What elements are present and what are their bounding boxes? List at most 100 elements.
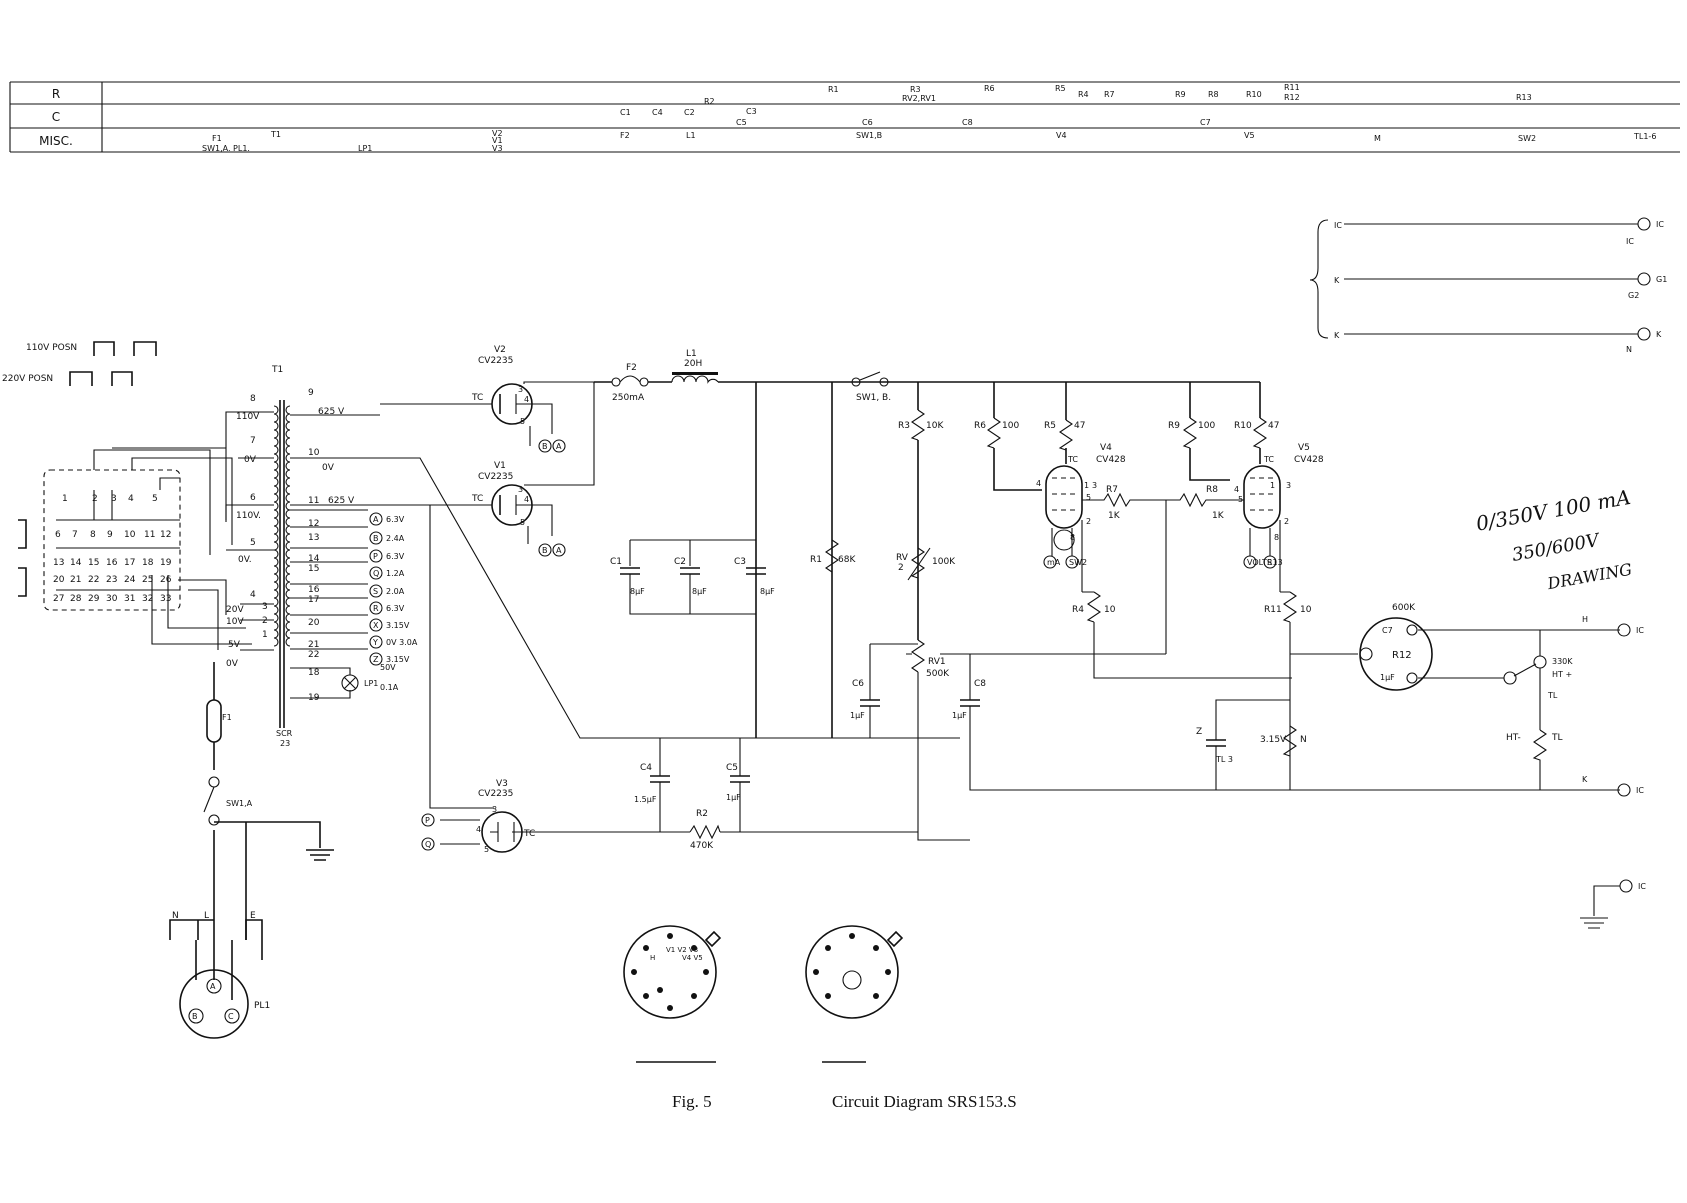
component-label: SW2 bbox=[1069, 558, 1087, 567]
component-label: 2 bbox=[262, 616, 268, 626]
component-label: 3 bbox=[492, 805, 497, 814]
component-label: IC bbox=[1626, 237, 1634, 246]
component-label: 14 bbox=[308, 554, 320, 564]
component-label: K bbox=[1656, 330, 1662, 339]
component-label: 8 bbox=[90, 530, 96, 540]
component-label: R4 bbox=[1072, 605, 1084, 615]
component-label: 20 bbox=[53, 575, 65, 585]
component-label: CV2235 bbox=[478, 356, 513, 366]
component-label: 4 bbox=[1234, 485, 1239, 494]
component-label: 4 bbox=[524, 495, 529, 504]
component-label: 6.3V bbox=[386, 552, 405, 561]
component-label: 14 bbox=[70, 558, 82, 568]
component-label: 23 bbox=[106, 575, 117, 585]
legend-ref: SW2 bbox=[1518, 134, 1536, 143]
legend-ref: R11 bbox=[1284, 83, 1300, 92]
component-label: HT- bbox=[1506, 733, 1521, 743]
component-label: 5 bbox=[520, 518, 525, 527]
component-label: 0/350V 100 mA bbox=[1474, 485, 1632, 536]
component-label: 5 bbox=[152, 494, 158, 504]
valve-base-rectifier: H V1 V2 V3 V4 V5 bbox=[623, 925, 722, 1063]
lamp-lp1: LP1 50V 0.1A bbox=[290, 663, 399, 699]
component-label: 5V bbox=[228, 640, 241, 650]
component-label: 2.0A bbox=[386, 587, 405, 596]
component-label: R8 bbox=[1206, 485, 1218, 495]
component-label: 15 bbox=[88, 558, 99, 568]
component-label: 50V bbox=[380, 663, 396, 672]
legend-ref: C2 bbox=[684, 108, 695, 117]
component-label: R10 bbox=[1234, 421, 1252, 431]
component-label: 4 bbox=[128, 494, 134, 504]
component-label: PL1 bbox=[254, 1001, 270, 1011]
component-label: V4 V5 bbox=[682, 954, 703, 962]
component-label: Z bbox=[1196, 727, 1202, 737]
component-label: 13 bbox=[53, 558, 64, 568]
rectifier-v2: V2 CV2235 TC 3 4 5 bbox=[380, 345, 595, 446]
component-label: IC bbox=[1638, 882, 1646, 891]
component-label: 20H bbox=[684, 359, 702, 369]
component-label: V2 bbox=[494, 345, 506, 355]
component-label: 10 bbox=[124, 530, 136, 540]
component-label: R9 bbox=[1168, 421, 1180, 431]
component-label: S bbox=[373, 587, 378, 596]
legend-ref: C1 bbox=[620, 108, 631, 117]
component-label: RV1 bbox=[928, 657, 946, 667]
component-label: H bbox=[650, 954, 655, 962]
component-label: 2.4A bbox=[386, 534, 405, 543]
legend-ref: R5 bbox=[1055, 84, 1066, 93]
component-label: 5 bbox=[484, 845, 489, 854]
component-label: Y bbox=[372, 638, 378, 647]
component-label: 2 bbox=[898, 563, 904, 573]
component-label: 1µF bbox=[1380, 673, 1395, 682]
component-label: P bbox=[425, 816, 430, 825]
component-label: R1 bbox=[810, 555, 822, 565]
valve-base-regulator bbox=[805, 925, 904, 1063]
component-label: R12 bbox=[1392, 650, 1412, 661]
legend-ref: SW1,B bbox=[856, 131, 882, 140]
component-label: 8 bbox=[250, 394, 256, 404]
legend-ref: V3 bbox=[492, 144, 503, 153]
component-label: 13 bbox=[308, 533, 319, 543]
component-label: 9 bbox=[107, 530, 113, 540]
component-label: TC bbox=[1067, 455, 1078, 464]
legend-ref: V1 bbox=[492, 136, 503, 145]
component-label: 1.2A bbox=[386, 569, 405, 578]
component-label: C7 bbox=[1382, 626, 1393, 635]
component-label: IC bbox=[1656, 220, 1664, 229]
legend-ref: R8 bbox=[1208, 90, 1219, 99]
component-label: 21 bbox=[70, 575, 81, 585]
component-label: R bbox=[373, 604, 379, 613]
regulator-v5: R9 100 R10 47 V5 CV428 TC 4 1 3 5 2 8 R8… bbox=[1165, 382, 1324, 790]
legend-ref: R4 bbox=[1078, 90, 1089, 99]
component-label: 20 bbox=[308, 618, 320, 628]
component-label: 12 bbox=[160, 530, 171, 540]
component-label: L1 bbox=[686, 349, 697, 359]
legend-ref: C4 bbox=[652, 108, 663, 117]
component-label: 3 bbox=[518, 385, 523, 394]
component-label: 1µF bbox=[952, 711, 967, 720]
heater-terminals: A 6.3V B 2.4A P 6.3V Q 1.2A S 2.0A R 6.3… bbox=[369, 512, 418, 666]
component-label: 33 bbox=[160, 594, 171, 604]
component-label: 25 bbox=[142, 575, 153, 585]
component-label: H bbox=[1582, 615, 1588, 624]
legend-row-c-head: C bbox=[52, 110, 60, 124]
component-label: 4 bbox=[524, 395, 529, 404]
component-label: 250mA bbox=[612, 393, 645, 403]
component-label: 100 bbox=[1002, 421, 1019, 431]
component-label: 22 bbox=[308, 650, 319, 660]
legend-ref: R10 bbox=[1246, 90, 1262, 99]
component-label: 470K bbox=[690, 841, 714, 851]
component-label: 30 bbox=[106, 594, 118, 604]
component-label: R6 bbox=[974, 421, 986, 431]
component-label: 68K bbox=[838, 555, 856, 565]
mains-input: F1 SW1,A N L E PL1 A B C bbox=[169, 662, 334, 1039]
component-label: 0V bbox=[322, 463, 335, 473]
component-label: 8µF bbox=[692, 587, 707, 596]
component-label: B bbox=[542, 442, 548, 451]
component-label: R11 bbox=[1264, 605, 1282, 615]
component-label: L bbox=[204, 911, 209, 921]
component-label: TC bbox=[1263, 455, 1274, 464]
component-label: 9 bbox=[308, 388, 314, 398]
